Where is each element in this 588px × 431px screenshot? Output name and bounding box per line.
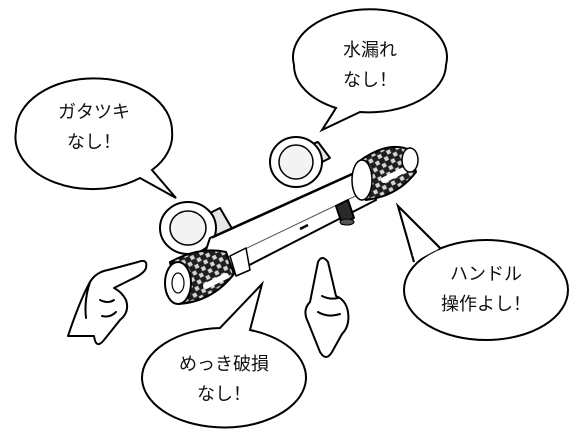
callout-plating-bubble — [140, 280, 307, 429]
callout-plating: めっき破損 なし！ — [140, 280, 307, 429]
callout-plating-line1: めっき破損 — [179, 354, 269, 375]
callout-leak-line2: なし！ — [343, 70, 397, 91]
callout-handle: ハンドル 操作よし！ — [395, 202, 570, 341]
callout-wobble: ガタツキ なし！ — [14, 77, 177, 199]
callout-leak-bubble — [292, 8, 448, 133]
callout-leak: 水漏れ なし！ — [292, 8, 448, 133]
callout-leak-line1: 水漏れ — [343, 40, 397, 61]
callout-wobble-bubble — [14, 77, 177, 199]
spout — [335, 199, 355, 226]
callout-handle-line1: ハンドル — [450, 264, 522, 285]
callout-plating-line2: なし！ — [197, 384, 251, 405]
thermostatic-mixer-faucet — [159, 136, 419, 305]
left-hand-pointing — [67, 259, 148, 346]
callout-wobble-line2: なし！ — [67, 132, 121, 153]
callout-wobble-line1: ガタツキ — [58, 102, 130, 123]
callout-handle-line2: 操作よし！ — [441, 294, 531, 315]
temperature-handle — [351, 146, 419, 201]
right-hand-pointing — [304, 257, 350, 358]
wall-mount-cap-rear — [269, 136, 331, 188]
flow-handle — [164, 247, 251, 305]
